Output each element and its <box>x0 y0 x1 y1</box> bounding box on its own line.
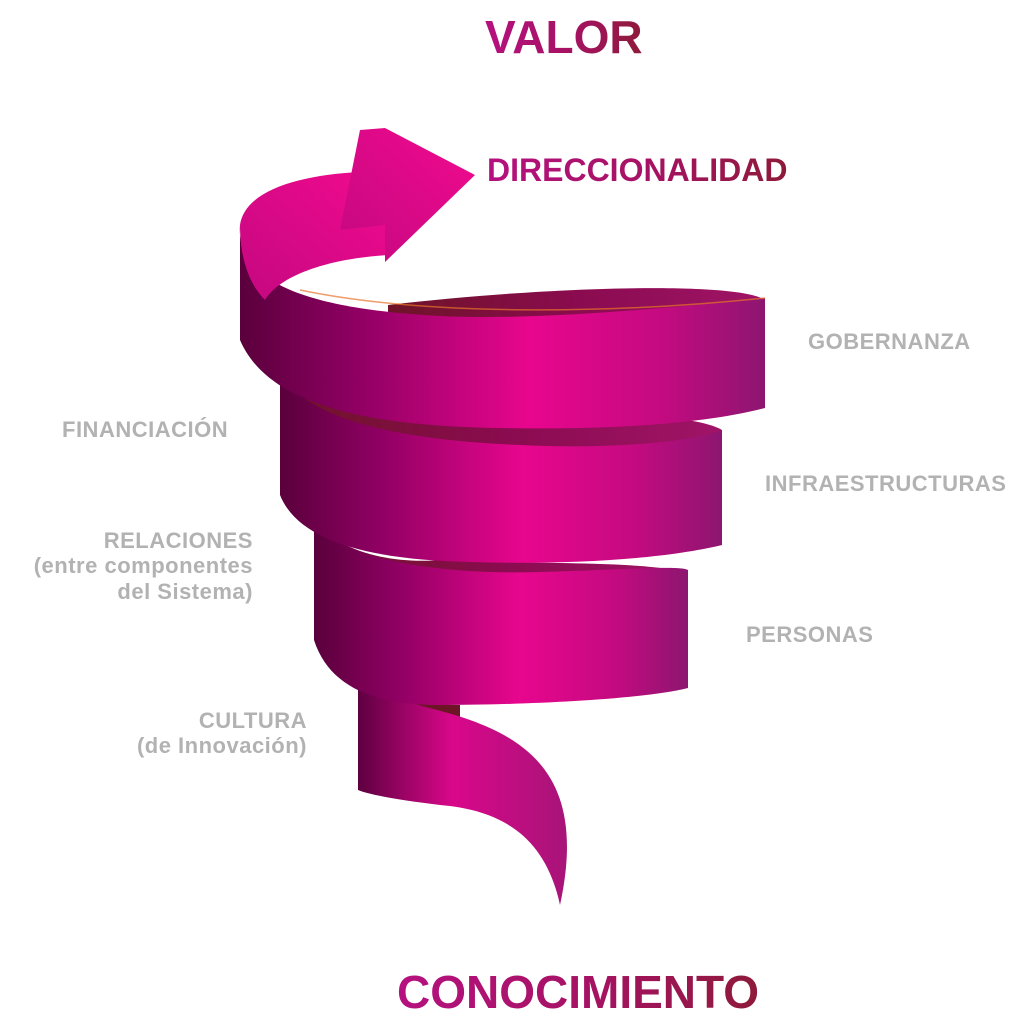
label-relaciones-line-2: (entre componentes <box>33 553 253 579</box>
label-infraestructuras: INFRAESTRUCTURAS <box>765 471 1007 496</box>
ribbon-edge-highlight <box>299 289 766 311</box>
label-cultura: CULTURA (de Innovación) <box>137 708 307 759</box>
label-personas: PERSONAS <box>746 622 874 647</box>
label-relaciones-line-1: RELACIONES <box>103 528 253 553</box>
ribbon-front-band-3 <box>314 520 688 705</box>
label-relaciones: RELACIONES (entre componentes del Sistem… <box>34 528 253 604</box>
label-gobernanza: GOBERNANZA <box>808 329 971 354</box>
ribbon-tail <box>358 670 567 905</box>
label-cultura-line-2: (de Innovación) <box>136 733 307 759</box>
label-financiacion: FINANCIACIÓN <box>62 417 229 442</box>
ribbon-front-band-1 <box>239 225 765 429</box>
label-cultura-line-1: CULTURA <box>198 708 307 733</box>
top-title: VALOR <box>485 11 643 63</box>
direction-arrow-icon <box>340 128 475 262</box>
bottom-title: CONOCIMIENTO <box>397 966 760 1018</box>
arrow-label: DIRECCIONALIDAD <box>487 152 788 188</box>
ribbon-front-band-2 <box>280 368 722 563</box>
label-relaciones-line-3: del Sistema) <box>117 578 253 604</box>
